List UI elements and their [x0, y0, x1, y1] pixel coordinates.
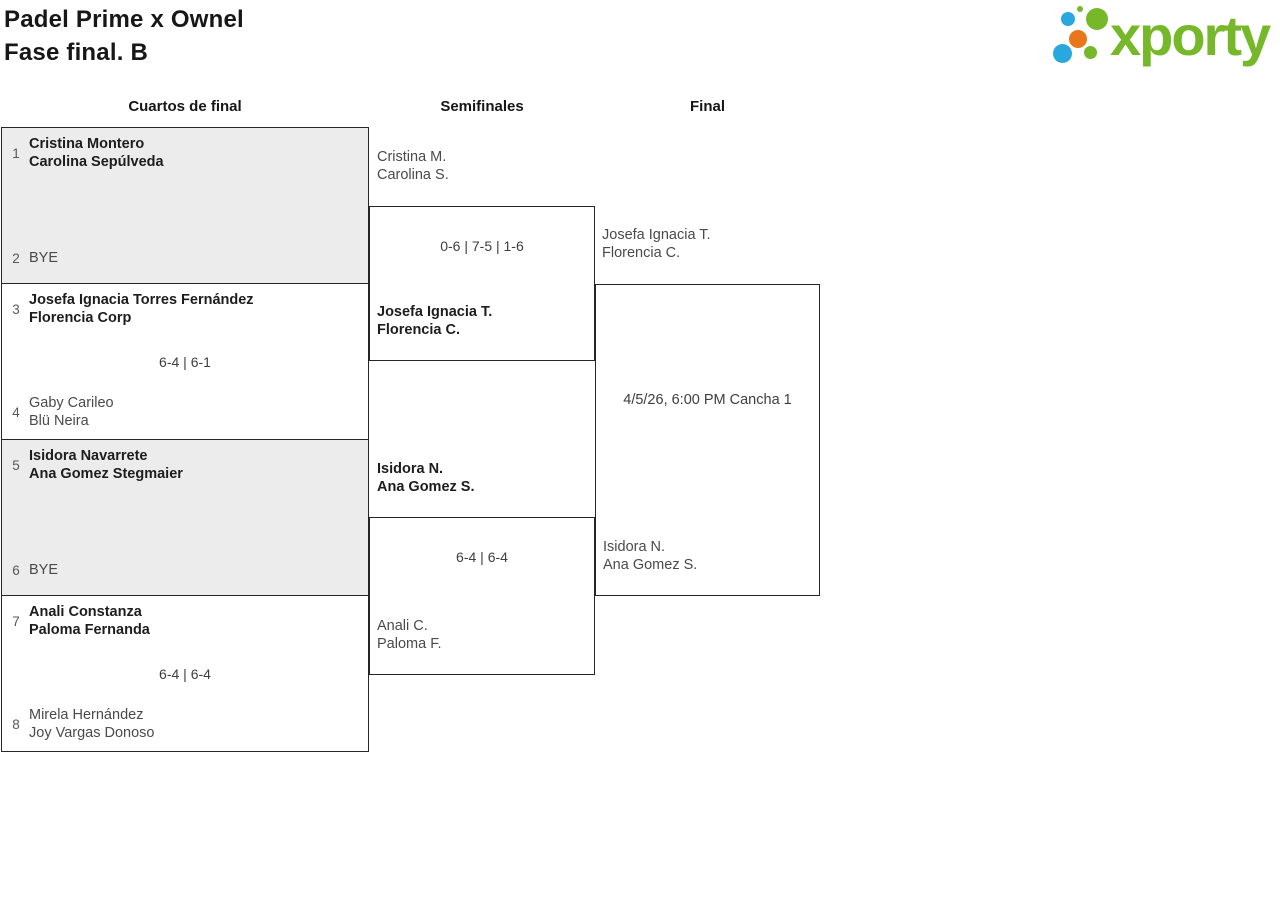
player-name: Isidora Navarrete	[29, 448, 148, 464]
player-name: Josefa Ignacia T.	[377, 304, 493, 320]
phase-name: Fase final. B	[4, 39, 148, 66]
qf-match-3: 5 Isidora Navarrete Ana Gomez Stegmaier …	[1, 439, 369, 596]
qf1-slot-top: 1 Cristina Montero Carolina Sepúlveda	[8, 135, 362, 171]
tournament-name: Padel Prime x Ownel	[4, 6, 244, 33]
player-name: Cristina Montero	[29, 136, 145, 152]
logo-dot-green-medium-icon	[1084, 46, 1097, 59]
match-score: 0-6 | 7-5 | 1-6	[440, 238, 524, 254]
player-name: Isidora N.	[377, 461, 444, 477]
team-anali-paloma: Anali Constanza Paloma Fernanda	[29, 603, 150, 639]
player-name: Ana Gomez S.	[603, 557, 698, 573]
qf3-slot-top: 5 Isidora Navarrete Ana Gomez Stegmaier	[8, 447, 362, 483]
final-match: 4/5/26, 6:00 PM Cancha 1 Isidora N. Ana …	[595, 284, 820, 596]
qf2-slot-top: 3 Josefa Ignacia Torres Fernández Floren…	[8, 291, 362, 327]
player-name: Florencia C.	[602, 245, 681, 261]
team-cristina-carolina: Cristina Montero Carolina Sepúlveda	[29, 135, 164, 171]
final-team-bottom: Isidora N. Ana Gomez S.	[603, 538, 697, 574]
sf2-team-bottom: Anali C. Paloma F.	[377, 617, 441, 653]
sf1-team-bottom: Josefa Ignacia T. Florencia C.	[377, 303, 492, 339]
sf2-team-top: Isidora N. Ana Gomez S.	[377, 460, 475, 496]
qf-match-2: 3 Josefa Ignacia Torres Fernández Floren…	[1, 283, 369, 440]
player-name: Gaby Carileo	[29, 395, 114, 411]
player-name: Isidora N.	[603, 539, 666, 555]
player-name: Carolina S.	[377, 167, 449, 183]
match-score: 6-4 | 6-4	[456, 549, 508, 565]
xporty-wordmark: xporty	[1110, 3, 1271, 67]
player-name: Joy Vargas Donoso	[29, 725, 155, 741]
player-name: Florencia Corp	[29, 310, 132, 326]
team-bye: BYE	[29, 249, 58, 267]
team-bye: BYE	[29, 561, 58, 579]
player-name: Mirela Hernández	[29, 707, 144, 723]
qf4-slot-bottom: 8 Mirela Hernández Joy Vargas Donoso	[8, 706, 362, 742]
player-name: Anali Constanza	[29, 604, 142, 620]
seed-number: 4	[12, 404, 20, 420]
logo-dot-orange-icon	[1069, 30, 1087, 48]
seed-number: 6	[12, 562, 20, 578]
round-header-cuartos-de-final: Cuartos de final	[128, 98, 242, 115]
xporty-logo[interactable]: xporty	[1050, 0, 1276, 72]
team-isidora-ana: Isidora Navarrete Ana Gomez Stegmaier	[29, 447, 183, 483]
seed-number: 5	[12, 457, 20, 473]
player-name: Josefa Ignacia T.	[602, 227, 711, 243]
qf1-slot-bottom: 2 BYE	[8, 249, 362, 267]
qf-match-4: 7 Anali Constanza Paloma Fernanda 6-4 | …	[1, 595, 369, 752]
logo-dot-green-small-icon	[1077, 6, 1083, 12]
final-schedule: 4/5/26, 6:00 PM Cancha 1	[623, 392, 792, 408]
final-team-top: Josefa Ignacia T. Florencia C.	[602, 226, 711, 262]
player-name: Josefa Ignacia Torres Fernández	[29, 292, 254, 308]
player-name: Cristina M.	[377, 149, 447, 165]
seed-number: 2	[12, 250, 20, 266]
team-josefa-florencia: Josefa Ignacia Torres Fernández Florenci…	[29, 291, 254, 327]
player-name: Blü Neira	[29, 413, 89, 429]
player-name: BYE	[29, 562, 59, 578]
logo-dot-blue-large-icon	[1053, 44, 1072, 63]
player-name: Ana Gomez S.	[377, 479, 475, 495]
seed-number: 7	[12, 613, 20, 629]
team-gaby-blu: Gaby Carileo Blü Neira	[29, 394, 114, 430]
qf3-slot-bottom: 6 BYE	[8, 561, 362, 579]
player-name: Paloma F.	[377, 636, 442, 652]
match-score: 6-4 | 6-4	[159, 665, 211, 682]
player-name: Paloma Fernanda	[29, 622, 150, 638]
player-name: Anali C.	[377, 618, 428, 634]
logo-dot-blue-medium-icon	[1061, 12, 1075, 26]
seed-number: 8	[12, 716, 20, 732]
round-header-final: Final	[689, 98, 725, 115]
sf-match-1: 0-6 | 7-5 | 1-6 Josefa Ignacia T. Floren…	[369, 206, 595, 361]
sf-match-2: 6-4 | 6-4 Anali C. Paloma F.	[369, 517, 595, 675]
seed-number: 3	[12, 301, 20, 317]
player-name: BYE	[29, 250, 59, 266]
qf2-slot-bottom: 4 Gaby Carileo Blü Neira	[8, 394, 362, 430]
player-name: Ana Gomez Stegmaier	[29, 466, 183, 482]
team-mirela-joy: Mirela Hernández Joy Vargas Donoso	[29, 706, 154, 742]
player-name: Florencia C.	[377, 322, 460, 338]
logo-dot-green-large-icon	[1086, 8, 1108, 30]
qf-match-1: 1 Cristina Montero Carolina Sepúlveda 2 …	[1, 127, 369, 284]
qf4-slot-top: 7 Anali Constanza Paloma Fernanda	[8, 603, 362, 639]
seed-number: 1	[12, 145, 20, 161]
player-name: Carolina Sepúlveda	[29, 154, 164, 170]
match-score: 6-4 | 6-1	[159, 353, 211, 370]
round-header-semifinales: Semifinales	[440, 98, 524, 115]
page-title: Padel Prime x Ownel Fase final. B	[4, 3, 244, 69]
sf1-team-top: Cristina M. Carolina S.	[377, 148, 449, 184]
